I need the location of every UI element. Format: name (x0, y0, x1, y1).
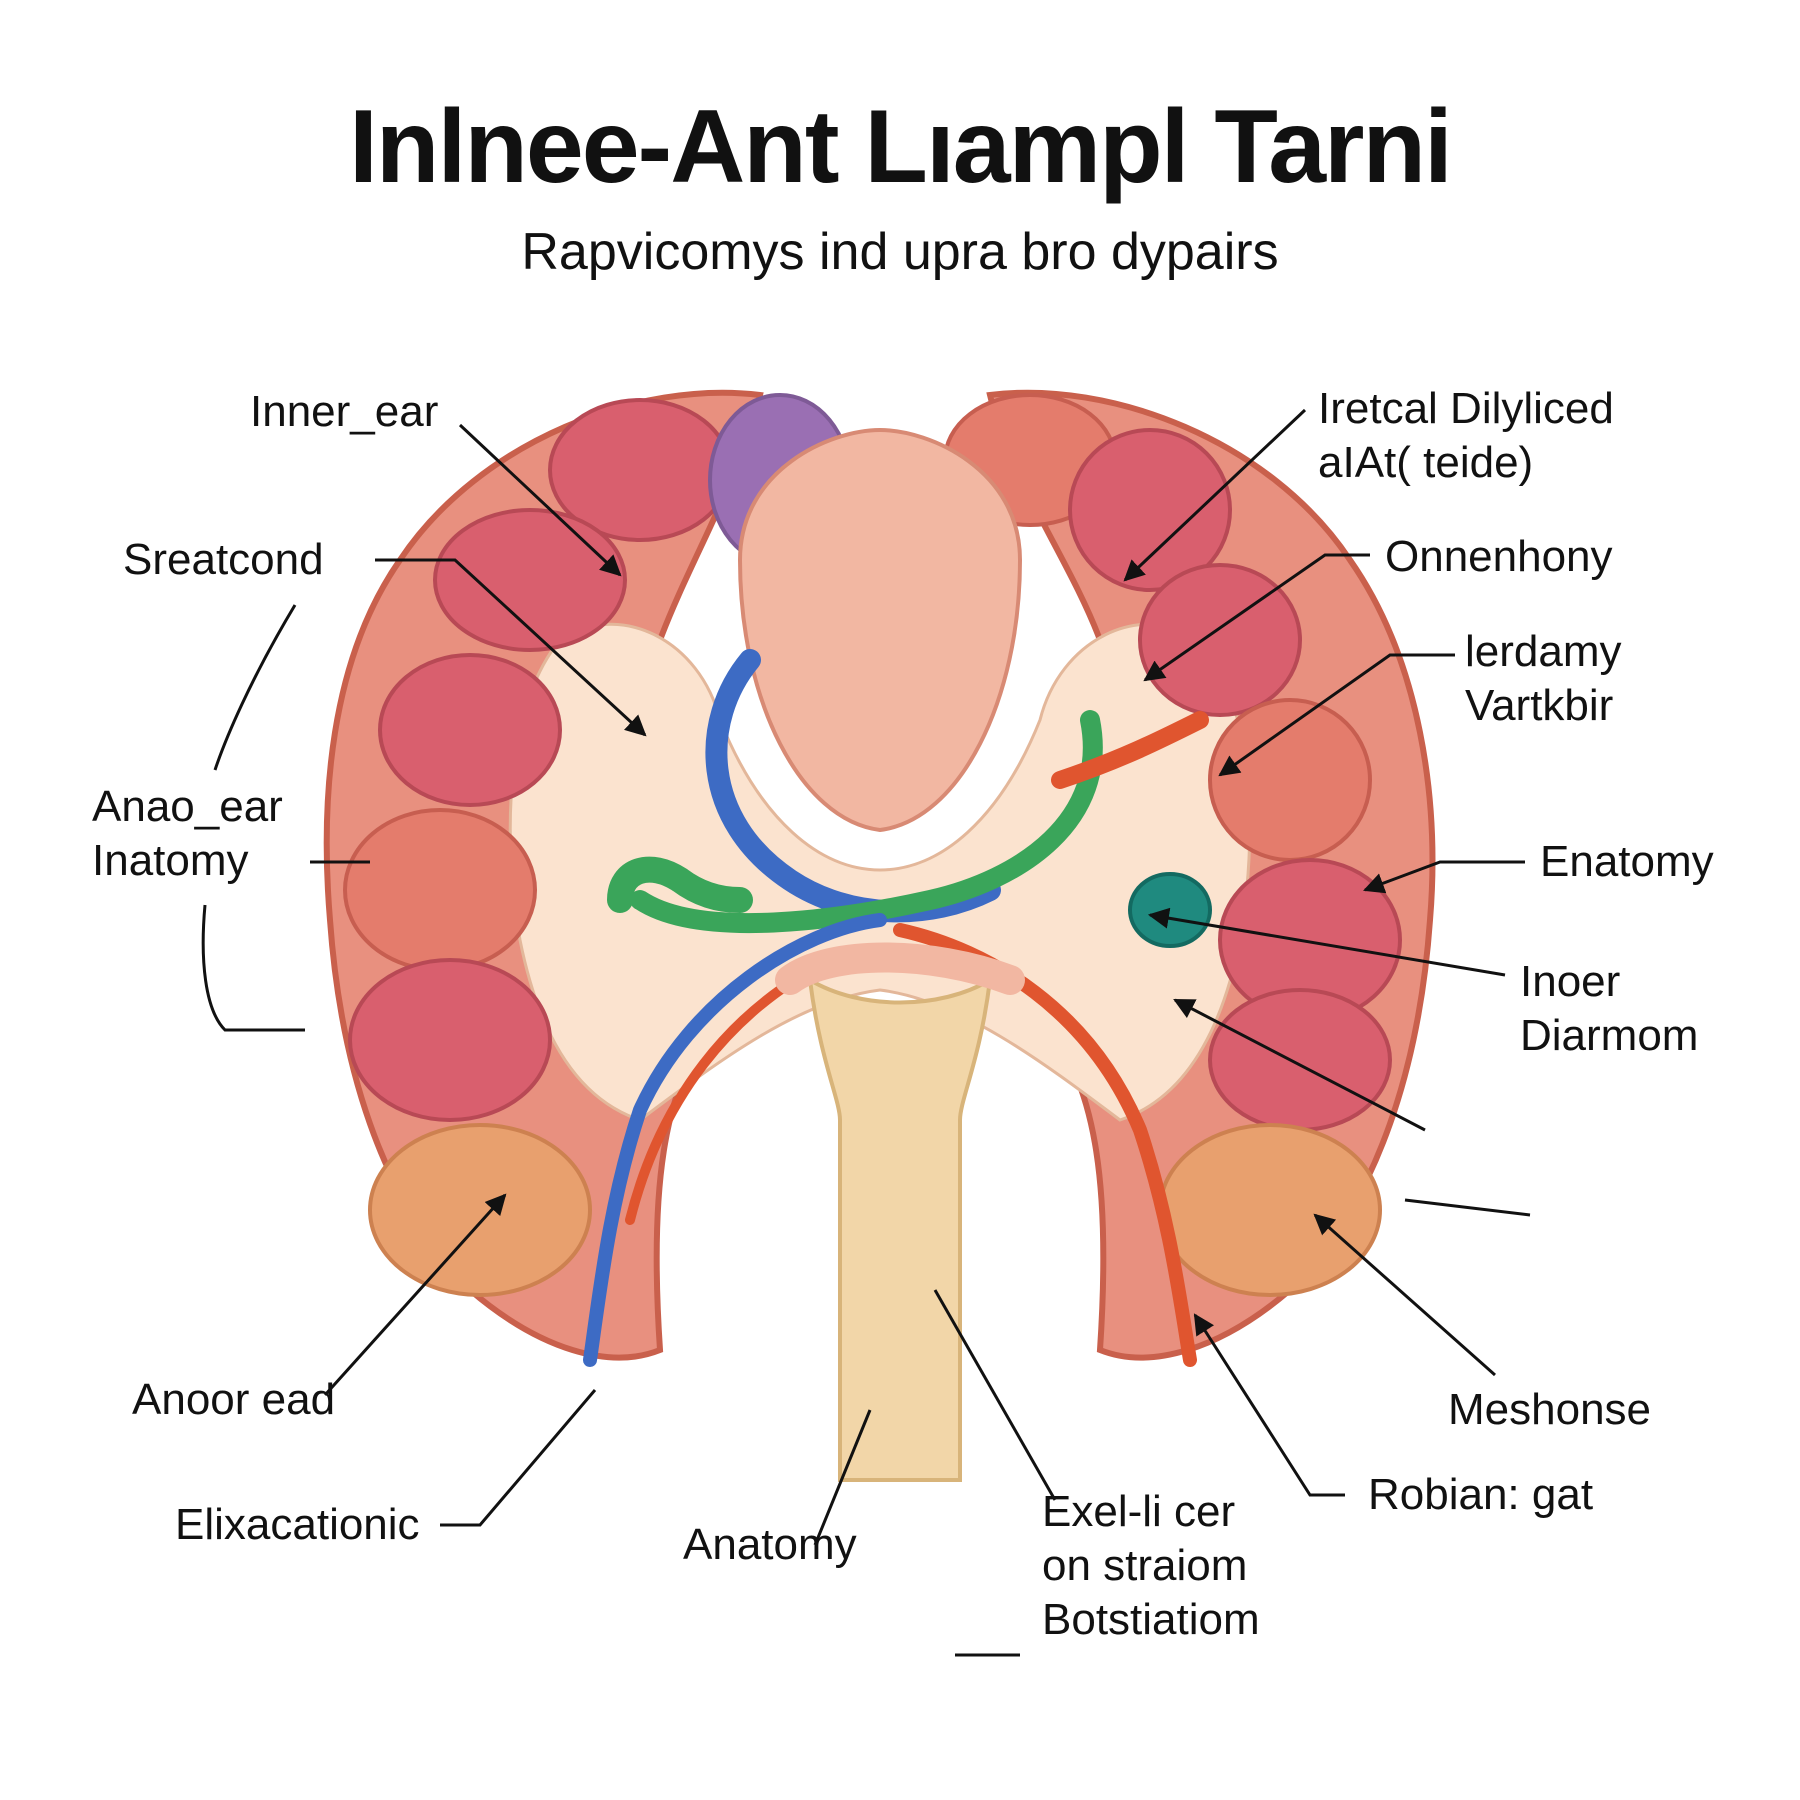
label-lerdamy: lerdamy Vartkbir (1465, 627, 1622, 730)
label-meshonse: Meshonse (1448, 1385, 1652, 1434)
label-iretcal: Iretcal Dilyliced aIAt( teide) (1318, 384, 1614, 487)
label-onnenhony: Onnenhony (1385, 532, 1613, 581)
right-pyramids (943, 393, 1402, 1297)
green-node (607, 856, 753, 913)
page-subtitle: Rapvicomys ind upra bro dypairs (521, 223, 1279, 281)
label-anao-ear-inatomy: Anao_ear Inatomy (92, 782, 283, 885)
label-enatomy: Enatomy (1540, 837, 1714, 886)
label-inoer-diarmom: Inoer Diarmom (1520, 957, 1699, 1060)
ureter (775, 942, 1025, 1482)
label-exel-stratom: Exel-li cer on straiom Botstiatiom (1042, 1487, 1260, 1644)
leader-lines (201, 408, 1531, 1657)
label-anatomy-bottom: Anatomy (683, 1520, 857, 1569)
label-robian-gat: Robian: gat (1368, 1470, 1594, 1519)
label-inner-ear: Inner_ear (250, 387, 439, 436)
page-title: Inlnee-Ant Lıampl Tarni (349, 89, 1453, 205)
label-elixacationic: Elixacationic (175, 1500, 420, 1549)
teal-node (1128, 872, 1212, 948)
label-anoor-ead: Anoor ead (132, 1375, 336, 1424)
label-sreatcond: Sreatcond (123, 535, 324, 584)
medulla-bridge (737, 427, 1023, 833)
